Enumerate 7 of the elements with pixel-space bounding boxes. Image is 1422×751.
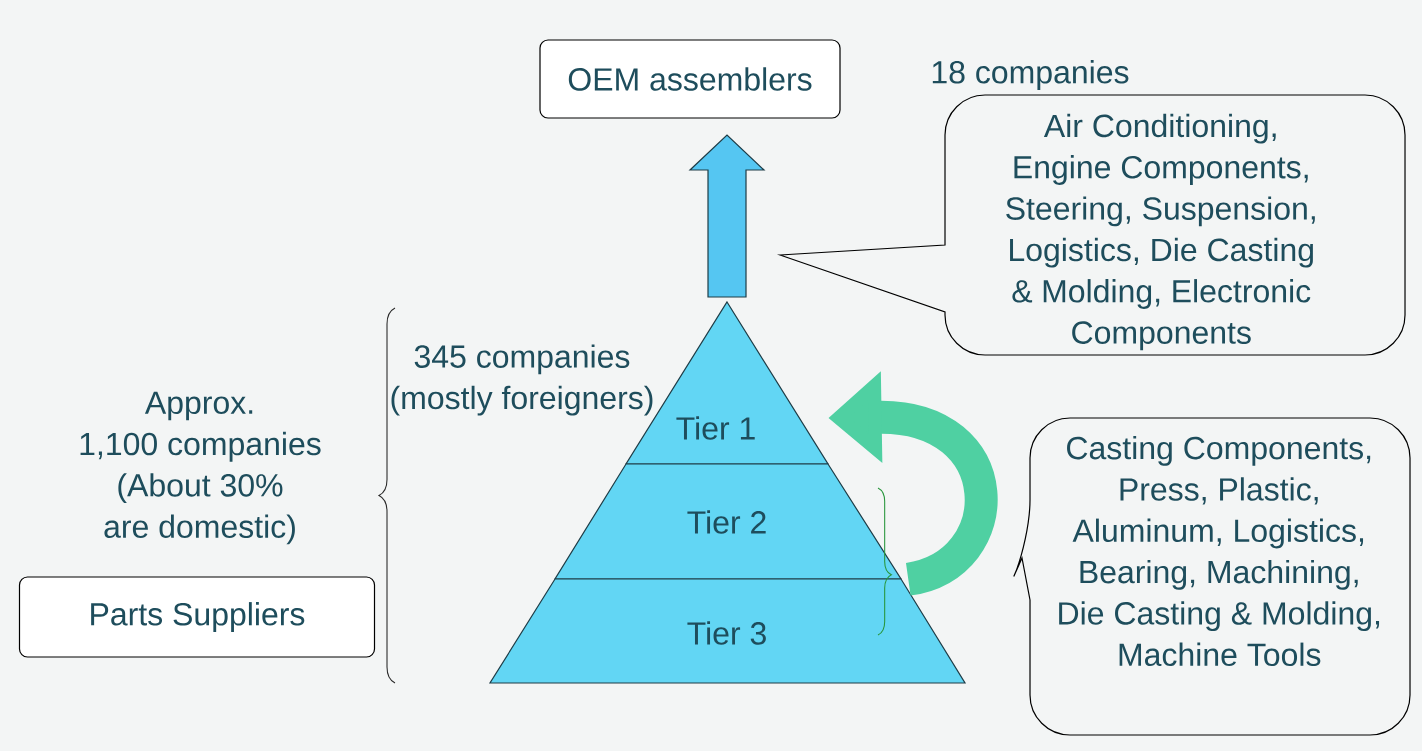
count-label: 18 companies	[932, 60, 1129, 90]
callout-bubble: Casting Components, Press, Plastic, Aluminum, Logistics, Bearing, Machining, Die Casting & Molding, Machine Tools	[1013, 417, 1411, 736]
parts-box: Parts Suppliers	[18, 576, 376, 658]
block-arrow	[688, 134, 766, 298]
note-text: Approx. 1,100 companies (About 30% are domestic)	[80, 391, 321, 545]
callout-bubble: Air Conditioning, Engine Components, Steering, Suspension, Logistics, Die Casting & Molding, Electronic Components	[779, 94, 1406, 356]
oem-box: OEM assemblers	[539, 39, 841, 119]
